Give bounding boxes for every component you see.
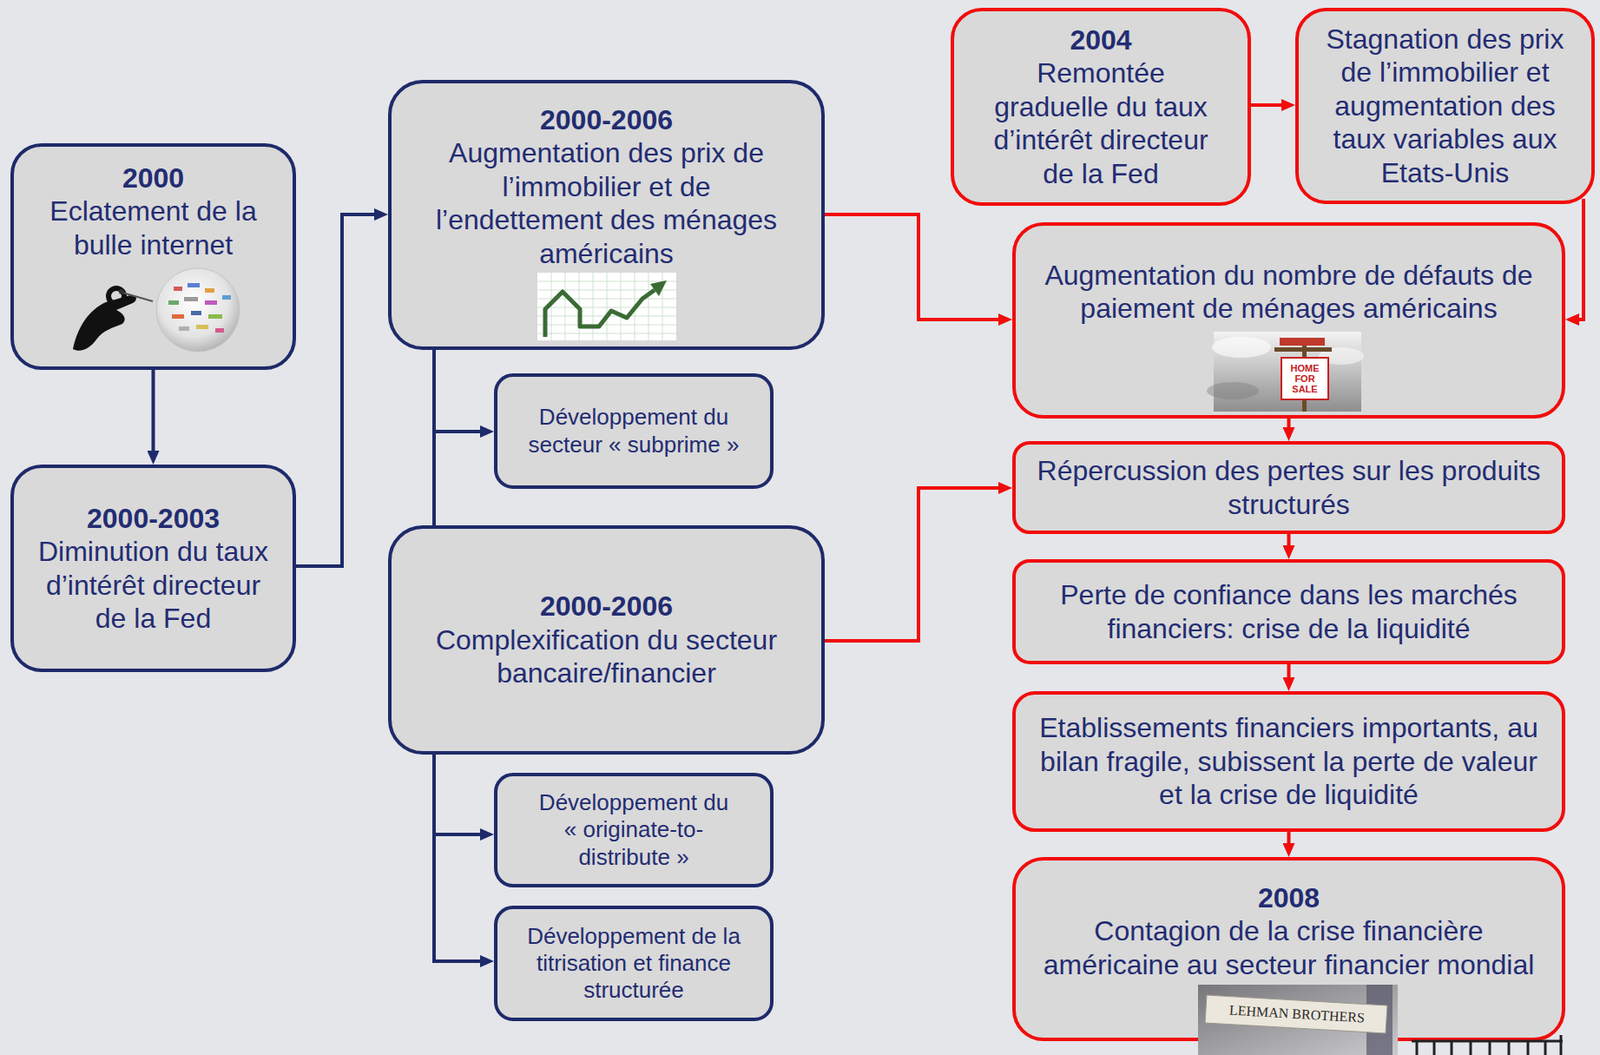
arrow-connector xyxy=(290,214,376,567)
process-box: Stagnation des prix de l’immobilier et a… xyxy=(1295,7,1595,205)
arrow-connector xyxy=(819,487,1001,641)
box-text: Augmentation du nombre de défauts de pai… xyxy=(1030,258,1548,326)
box-text: Remontée graduelle du taux d’intérêt dir… xyxy=(985,56,1217,191)
year-heading: 2000-2003 xyxy=(86,501,220,535)
arrow-connector xyxy=(1577,198,1584,320)
process-box: Développement du secteur « subprime » xyxy=(493,373,774,489)
process-box: 2000Eclatement de la bulle internet xyxy=(10,143,297,370)
process-box: 2000-2003Diminution du taux d’intérêt di… xyxy=(10,464,297,672)
box-text: Développement du secteur « subprime » xyxy=(512,403,756,458)
process-box: Augmentation du nombre de défauts de pai… xyxy=(1012,222,1566,419)
lehman-sign-illustration xyxy=(1198,984,1398,1055)
process-box: 2004Remontée graduelle du taux d’intérêt… xyxy=(950,7,1252,206)
year-heading: 2004 xyxy=(1069,23,1132,57)
process-box: Répercussion des pertes sur les produits… xyxy=(1012,441,1566,534)
process-box: Développement du « originate-to-distribu… xyxy=(493,772,774,888)
box-text: Complexification du secteur bancaire/fin… xyxy=(425,623,788,691)
box-text: Développement de la titrisation et finan… xyxy=(512,922,756,1005)
box-text: Etablissements financiers importants, au… xyxy=(1030,711,1548,811)
railing-illustration xyxy=(1411,1034,1563,1055)
arrow-connector xyxy=(819,214,1001,320)
process-box: Etablissements financiers importants, au… xyxy=(1012,691,1566,832)
arrow-connector xyxy=(1245,103,1284,107)
box-text: Contagion de la crise financière américa… xyxy=(1030,914,1548,982)
arrow-connector xyxy=(151,364,156,453)
year-heading: 2008 xyxy=(1257,881,1320,915)
box-text: Diminution du taux d’intérêt directeur d… xyxy=(32,534,274,635)
process-box: Développement de la titrisation et finan… xyxy=(493,905,774,1021)
arrow-connector xyxy=(432,344,436,526)
process-box: Perte de confiance dans les marchés fina… xyxy=(1012,559,1566,665)
box-text: Développement du « originate-to-distribu… xyxy=(533,789,734,871)
box-text: Perte de confiance dans les marchés fina… xyxy=(1030,578,1548,646)
box-text: Eclatement de la bulle internet xyxy=(32,194,274,262)
arrow-connector xyxy=(434,749,482,835)
bubble-illustration xyxy=(72,268,240,352)
year-heading: 2000-2006 xyxy=(539,103,673,137)
house-chart-illustration xyxy=(537,272,677,341)
box-text: Répercussion des pertes sur les produits… xyxy=(1030,454,1548,521)
foreclosure-sign-illustration xyxy=(1206,331,1364,412)
year-heading: 2000 xyxy=(122,161,185,195)
sign-text: HOME FOR SALE xyxy=(1281,362,1329,395)
box-text: Augmentation des prix de l’immobilier et… xyxy=(425,136,788,270)
box-text: Stagnation des prix de l’immobilier et a… xyxy=(1316,22,1574,190)
process-box: 2000-2006Augmentation des prix de l’immo… xyxy=(388,79,825,350)
year-heading: 2000-2006 xyxy=(539,589,673,623)
arrow-connector xyxy=(434,344,482,432)
sign-label: HOME FOR SALE xyxy=(1281,362,1329,395)
arrow-connector xyxy=(434,749,482,962)
process-box: 2000-2006Complexification du secteur ban… xyxy=(388,525,825,755)
